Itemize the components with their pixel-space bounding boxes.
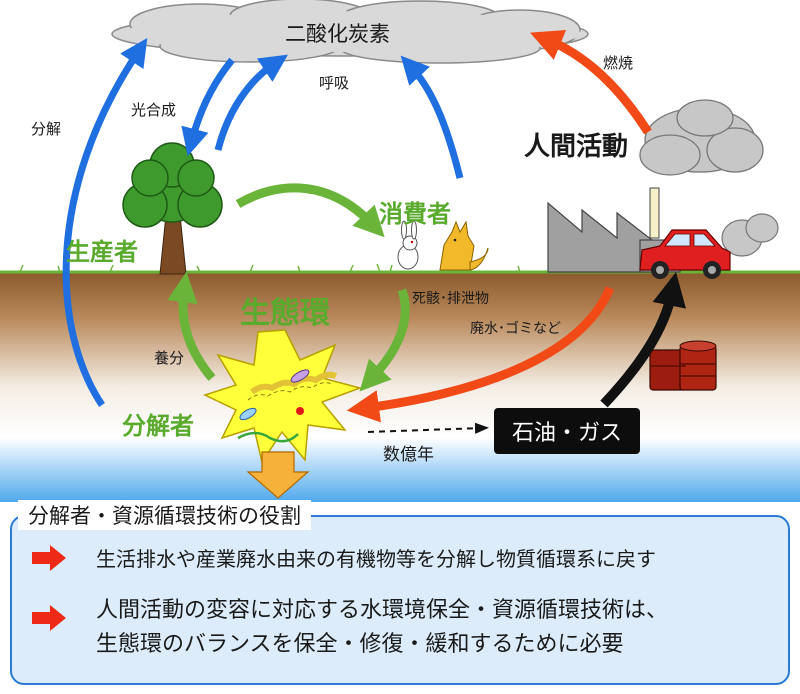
role-item-2: 人間活動の変容に対応する水環境保全・資源循環技術は、 生態環のバランスを保全・修…: [96, 598, 669, 657]
rabbit: [397, 220, 419, 270]
co2-label: 二酸化炭素: [285, 22, 390, 46]
respiration-label: 呼吸: [319, 74, 350, 92]
oil-barrels: [649, 340, 717, 391]
producer-to-consumer-arrow: [235, 183, 385, 238]
fossil-fuel-box: 石油・ガス: [494, 408, 640, 454]
consumer-label: 消費者: [379, 200, 451, 228]
down-arrow: [246, 451, 310, 499]
car: [639, 229, 731, 279]
producer-label: 生産者: [66, 238, 138, 266]
geologic-time-label: 数億年: [383, 445, 434, 465]
combustion-arrow: [530, 29, 652, 135]
remains-excretion-label: 死骸･排泄物: [412, 291, 489, 307]
nutrients-label: 養分: [154, 349, 185, 367]
fox: [439, 220, 489, 271]
combustion-label: 燃焼: [603, 54, 634, 72]
decomposition-arrow: [62, 38, 148, 407]
fossil-fuel-label: 石油・ガス: [511, 421, 622, 446]
ecocycle-center-label: 生態環: [240, 296, 330, 331]
role-panel-title: 分解者・資源循環技術の役割: [18, 500, 311, 530]
photosynthesis-arrow: [181, 57, 235, 157]
role-item-1: 生活排水や産業廃水由来の有機物等を分解し物質循環系に戻す: [96, 547, 656, 571]
consumer-to-decomposer-arrow: [359, 288, 410, 392]
photosynthesis-label: 光合成: [131, 101, 177, 119]
decomposition-label: 分解: [31, 120, 62, 138]
fossil-fuel-use-arrow: [600, 271, 686, 408]
human-activity-label: 人間活動: [524, 132, 629, 162]
wastewater-label: 廃水･ゴミなど: [470, 321, 561, 337]
respiration-arrow-right: [400, 55, 464, 179]
decomposer-label: 分解者: [122, 412, 194, 440]
nutrients-arrow: [167, 271, 216, 381]
bullet-arrow-icon: [32, 605, 66, 631]
wastewater-arrow: [346, 286, 615, 423]
geologic-time-arrow: [367, 422, 489, 434]
factory-smoke: [639, 99, 764, 176]
bullet-arrow-icon: [32, 545, 66, 571]
factory: [547, 187, 779, 273]
role-panel: [10, 515, 790, 685]
respiration-arrow-left: [214, 54, 288, 151]
tree: [122, 142, 223, 275]
decomposer-burst: [202, 329, 363, 464]
cloud-fill: [118, 7, 582, 52]
